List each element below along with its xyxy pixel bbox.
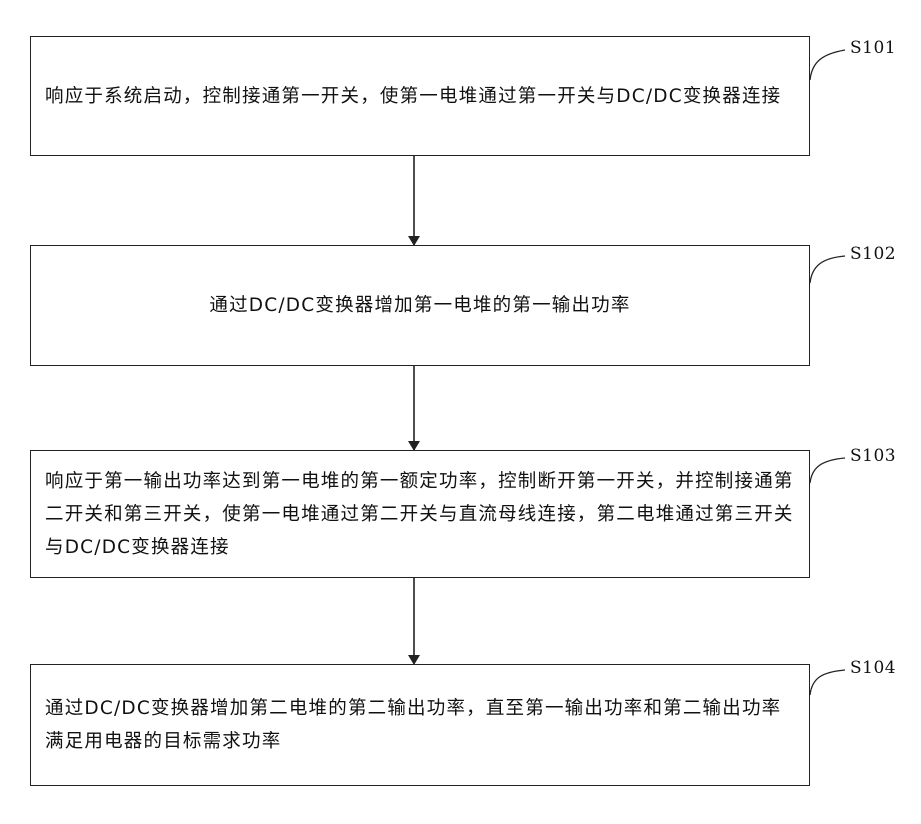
step-box-s103: 响应于第一输出功率达到第一电堆的第一额定功率，控制断开第一开关，并控制接通第二开… bbox=[30, 450, 810, 578]
callout-s102 bbox=[810, 256, 845, 283]
callout-s103 bbox=[810, 458, 845, 483]
step-label-s102: S102 bbox=[850, 244, 896, 264]
step-text-s103: 响应于第一输出功率达到第一电堆的第一额定功率，控制断开第一开关，并控制接通第二开… bbox=[31, 465, 809, 564]
callout-s104 bbox=[810, 670, 845, 695]
step-box-s101: 响应于系统启动，控制接通第一开关，使第一电堆通过第一开关与DC/DC变换器连接 bbox=[30, 36, 810, 156]
step-text-s104: 通过DC/DC变换器增加第二电堆的第二输出功率，直至第一输出功率和第二输出功率满… bbox=[31, 692, 809, 758]
step-label-s104: S104 bbox=[850, 658, 896, 678]
step-text-s101: 响应于系统启动，控制接通第一开关，使第一电堆通过第一开关与DC/DC变换器连接 bbox=[31, 80, 809, 113]
callout-s101 bbox=[810, 50, 845, 80]
step-label-s101: S101 bbox=[850, 38, 896, 58]
step-label-s103: S103 bbox=[850, 446, 896, 466]
step-text-s102: 通过DC/DC变换器增加第一电堆的第一输出功率 bbox=[31, 289, 809, 322]
step-box-s102: 通过DC/DC变换器增加第一电堆的第一输出功率 bbox=[30, 245, 810, 366]
step-box-s104: 通过DC/DC变换器增加第二电堆的第二输出功率，直至第一输出功率和第二输出功率满… bbox=[30, 664, 810, 786]
